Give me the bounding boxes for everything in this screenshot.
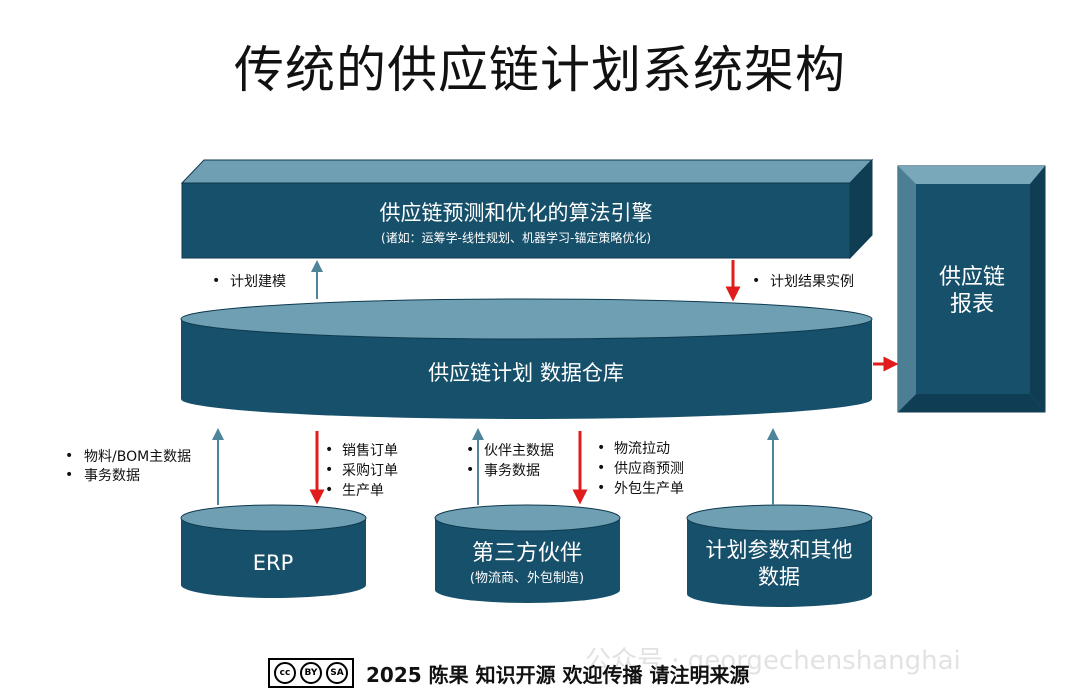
warehouse-label: 供应链计划 数据仓库 (428, 361, 624, 385)
by-icon: BY (300, 662, 322, 684)
erp-out-list: • 销售订单 • 采购订单 • 生产单 (325, 442, 398, 499)
svg-text:•: • (65, 448, 73, 464)
list-item: 伙伴主数据 (484, 443, 554, 459)
page-title: 传统的供应链计划系统架构 (234, 41, 846, 99)
list-item: 物流拉动 (614, 441, 670, 457)
cc-license-badge: cc BY SA (268, 658, 354, 688)
partner-sublabel: (物流商、外包制造) (470, 571, 584, 586)
svg-text:•: • (466, 462, 474, 478)
svg-text:•: • (597, 440, 605, 456)
plan-result-label: 计划结果实例 (770, 274, 854, 290)
erp-in-list: • 物料/BOM主数据 • 事务数据 (65, 448, 191, 484)
footer-text: 2025 陈果 知识开源 欢迎传播 请注明来源 (366, 662, 750, 687)
partner-out-list: • 物流拉动 • 供应商预测 • 外包生产单 (597, 440, 684, 497)
cc-icon: cc (274, 662, 296, 684)
svg-text:•: • (325, 462, 333, 478)
plan-result-bullet: • (752, 273, 760, 289)
svg-text:•: • (466, 442, 474, 458)
list-item: 事务数据 (84, 468, 140, 484)
svg-text:•: • (597, 480, 605, 496)
params-label-line2: 数据 (758, 565, 800, 589)
partner-label: 第三方伙伴 (472, 541, 582, 566)
list-item: 外包生产单 (614, 481, 684, 497)
erp-cylinder (180, 504, 367, 598)
plan-modeling-label: 计划建模 (230, 274, 286, 290)
report-label-line2: 报表 (950, 292, 994, 317)
svg-text:•: • (325, 482, 333, 498)
report-box (897, 165, 1046, 413)
params-cylinder (686, 504, 873, 607)
list-item: 供应商预测 (614, 460, 684, 477)
engine-subtitle: (诸如：运筹学-线性规划、机器学习-锚定策略优化) (381, 230, 651, 245)
list-item: 采购订单 (342, 463, 398, 479)
params-label-line1: 计划参数和其他 (706, 538, 853, 562)
plan-modeling-bullet: • (212, 273, 220, 289)
data-warehouse-cylinder (180, 298, 873, 419)
svg-text:•: • (597, 460, 605, 476)
list-item: 生产单 (342, 483, 384, 499)
svg-text:•: • (325, 442, 333, 458)
partner-cylinder (434, 504, 621, 603)
list-item: 物料/BOM主数据 (84, 449, 191, 465)
list-item: 事务数据 (484, 463, 540, 479)
list-item: 销售订单 (342, 443, 398, 459)
footer: cc BY SA 2025 陈果 知识开源 欢迎传播 请注明来源 (268, 656, 750, 690)
watermark: 公众号 · georgechenshanghai (585, 646, 961, 676)
report-label-line1: 供应链 (939, 265, 1005, 290)
engine-title: 供应链预测和优化的算法引擎 (380, 201, 653, 225)
svg-text:•: • (65, 467, 73, 483)
partner-in-list: • 伙伴主数据 • 事务数据 (466, 442, 554, 479)
algorithm-engine-box (180, 158, 874, 260)
sa-icon: SA (326, 662, 348, 684)
erp-label: ERP (253, 551, 294, 575)
